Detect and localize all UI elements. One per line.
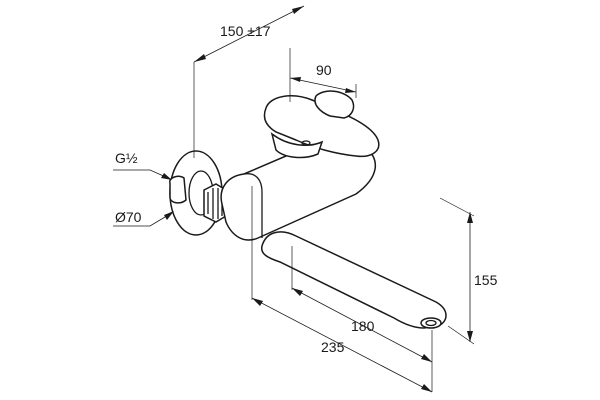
dim-line-235 — [251, 297, 433, 393]
label-90: 90 — [316, 62, 332, 78]
lever-handle — [263, 95, 380, 158]
leader-thread — [113, 169, 169, 179]
dim-line-180 — [291, 287, 433, 363]
cartridge-collar — [270, 132, 324, 159]
lever-cap — [314, 90, 355, 119]
leader-rosette — [113, 213, 171, 227]
label-thread: G½ — [115, 150, 138, 166]
label-150: 150 ±17 — [220, 23, 271, 39]
dim-line-150 — [193, 5, 305, 63]
label-180: 180 — [351, 318, 375, 334]
spout — [260, 231, 447, 329]
label-155: 155 — [474, 272, 498, 288]
faucet-body — [169, 90, 447, 329]
label-235: 235 — [321, 339, 345, 355]
label-rosette: Ø70 — [115, 209, 142, 225]
aerator — [420, 317, 442, 329]
thread-inlet — [169, 175, 187, 204]
dimension-lines — [113, 5, 475, 393]
dim-line-90 — [289, 77, 357, 93]
